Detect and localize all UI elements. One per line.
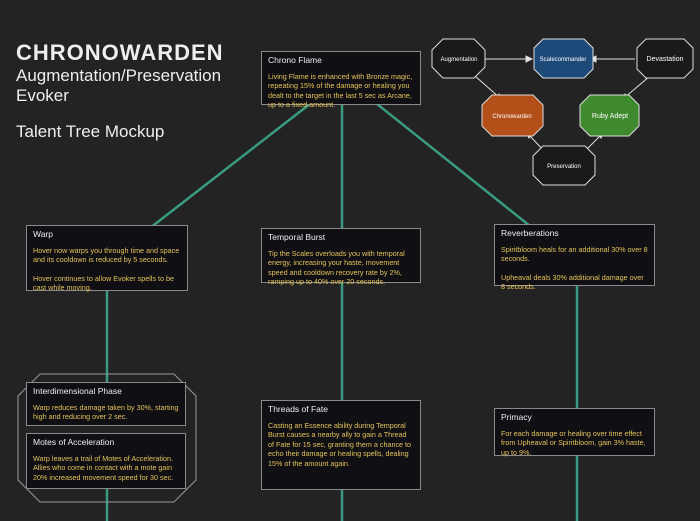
talent-description: Tip the Scales overloads you with tempor… xyxy=(268,249,405,287)
talent-title: Warp xyxy=(33,229,53,239)
scalecommander-node xyxy=(533,38,594,79)
talent-title: Motes of Acceleration xyxy=(33,437,115,447)
choice-node-octagon xyxy=(17,373,197,503)
talent-reverberations[interactable]: Reverberations Spiritbloom heals for an … xyxy=(494,224,655,291)
preservation-node xyxy=(532,145,596,186)
page-title: CHRONOWARDEN xyxy=(16,40,224,65)
talent-description-2: Upheaval deals 30% additional damage ove… xyxy=(501,272,644,292)
talent-warp[interactable]: Warp Hover now warps you through time an… xyxy=(26,225,188,293)
talent-title: Temporal Burst xyxy=(268,232,326,242)
talent-title: Interdimensional Phase xyxy=(33,386,122,396)
talent-title: Threads of Fate xyxy=(268,404,329,414)
connector-chrono-warp xyxy=(149,99,316,229)
page-subtitle: Augmentation/Preservation Evoker xyxy=(16,66,222,105)
mockup-label: Talent Tree Mockup xyxy=(16,122,165,141)
talent-interdimensional-phase[interactable]: Interdimensional Phase Warp reduces dama… xyxy=(26,382,186,426)
scalecommander-label: Scalecommander xyxy=(540,57,587,63)
talent-description: Hover now warps you through time and spa… xyxy=(33,246,180,265)
talent-temporal-burst[interactable]: Temporal Burst Tip the Scales overloads … xyxy=(261,228,421,286)
talent-threads-of-fate[interactable]: Threads of Fate Casting an Essence abili… xyxy=(261,400,421,490)
page-header: CHRONOWARDEN Augmentation/Preservation E… xyxy=(16,40,246,142)
chronowarden-label: Chronowarden xyxy=(492,114,531,120)
preservation-label: Preservation xyxy=(547,164,581,170)
talent-description-2: Hover continues to allow Evoker spells t… xyxy=(33,273,175,293)
spec-diagram: Augmentation Scalecommander Devastation … xyxy=(431,38,694,186)
talent-primacy[interactable]: Primacy For each damage or healing over … xyxy=(494,408,655,457)
augmentation-label: Augmentation xyxy=(440,57,477,63)
ruby-adept-node xyxy=(579,94,640,137)
talent-title: Primacy xyxy=(501,412,532,422)
talent-description: Living Flame is enhanced with Bronze mag… xyxy=(268,72,413,110)
talent-description: Warp leaves a trail of Motes of Accelera… xyxy=(33,454,174,482)
talent-description: Casting an Essence ability during Tempor… xyxy=(268,421,412,468)
chronowarden-node xyxy=(481,94,544,137)
talent-description: Warp reduces damage taken by 30%, starti… xyxy=(33,403,179,422)
talent-motes-of-acceleration[interactable]: Motes of Acceleration Warp leaves a trai… xyxy=(26,433,186,489)
talent-description: Spiritbloom heals for an additional 30% … xyxy=(501,245,648,264)
augmentation-node xyxy=(431,38,486,79)
talent-description: For each damage or healing over time eff… xyxy=(501,429,646,457)
talent-chrono-flame[interactable]: Chrono Flame Living Flame is enhanced wi… xyxy=(261,51,421,109)
talent-title: Reverberations xyxy=(501,228,559,238)
talent-title: Chrono Flame xyxy=(268,55,322,65)
connector-chrono-reverberations xyxy=(371,99,531,227)
ruby-adept-label: Ruby Adept xyxy=(592,113,628,120)
devastation-node xyxy=(636,38,694,79)
devastation-label: Devastation xyxy=(647,56,684,63)
